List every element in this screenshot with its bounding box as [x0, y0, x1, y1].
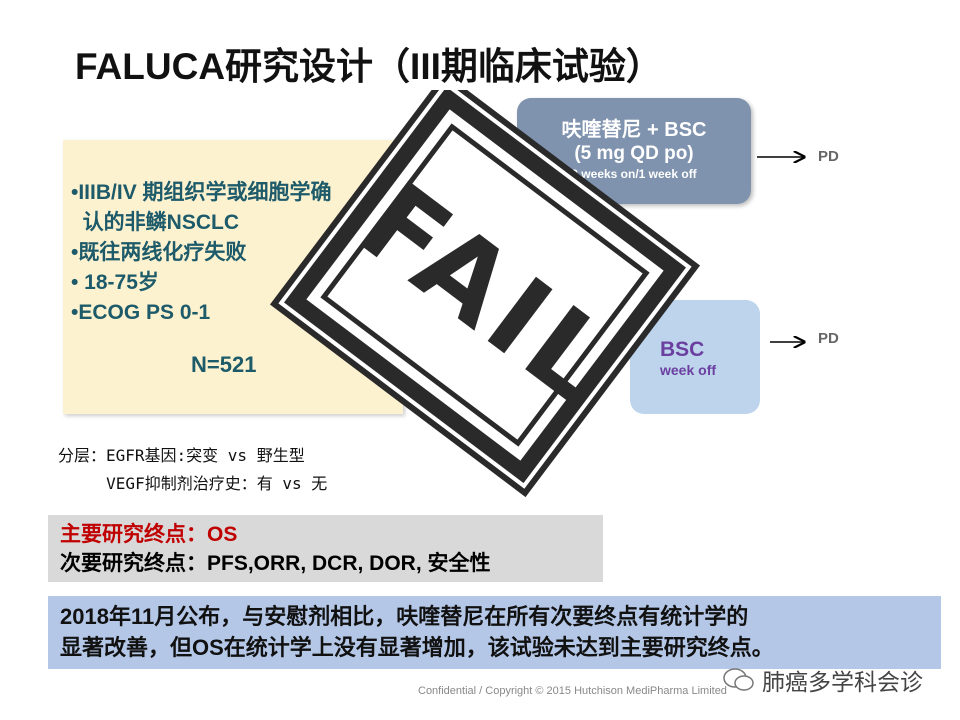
summary-line: 2018年11月公布，与安慰剂相比，呋喹替尼在所有次要终点有统计学的: [60, 604, 749, 629]
stratification-line: 分层：EGFR基因:突变 vs 野生型: [58, 446, 305, 465]
footer-copyright: Confidential / Copyright © 2015 Hutchiso…: [418, 685, 727, 697]
arm-a-outcome: PD: [818, 148, 839, 165]
arm-b-outcome: PD: [818, 330, 839, 347]
watermark-text: 肺癌多学科会诊: [762, 669, 923, 695]
summary-box: 2018年11月公布，与安慰剂相比，呋喹替尼在所有次要终点有统计学的 显著改善，…: [48, 596, 941, 669]
endpoints-box: 主要研究终点：OS 次要研究终点：PFS,ORR, DCR, DOR, 安全性: [48, 515, 603, 582]
arm-b-label: BSC: [660, 338, 705, 361]
criteria-item: •IIIB/IV 期组织学或细胞学确: [71, 181, 332, 204]
arm-a-dose: (5 mg QD po): [574, 143, 694, 164]
arm-a-drug: 呋喹替尼 + BSC: [561, 119, 707, 141]
stratification: 分层：EGFR基因:突变 vs 野生型 VEGF抑制剂治疗史：有 vs 无: [58, 442, 327, 498]
sample-size: N=521: [191, 352, 257, 377]
arm-b-schedule: week off: [660, 362, 717, 378]
wechat-icon: [723, 668, 754, 691]
arm-a-schedule: 3 weeks on/1 week off: [571, 167, 697, 181]
slide-title: FALUCA研究设计（III期临床试验）: [75, 36, 667, 90]
secondary-endpoints: 次要研究终点：PFS,ORR, DCR, DOR, 安全性: [60, 552, 491, 575]
criteria-item: 认的非鳞NSCLC: [71, 211, 239, 234]
stratification-line: VEGF抑制剂治疗史：有 vs 无: [58, 474, 328, 493]
watermark: 肺癌多学科会诊: [722, 663, 923, 697]
summary-line: 显著改善，但OS在统计学上没有显著增加，该试验未达到主要研究终点。: [60, 635, 774, 660]
criteria-item: •既往两线化疗失败: [71, 241, 247, 264]
criteria-item: •ECOG PS 0-1: [71, 301, 211, 324]
control-arm-box: BSC week off: [630, 300, 760, 414]
criteria-item: • 18-75岁: [71, 271, 159, 294]
primary-endpoint: 主要研究终点：OS: [60, 523, 238, 546]
